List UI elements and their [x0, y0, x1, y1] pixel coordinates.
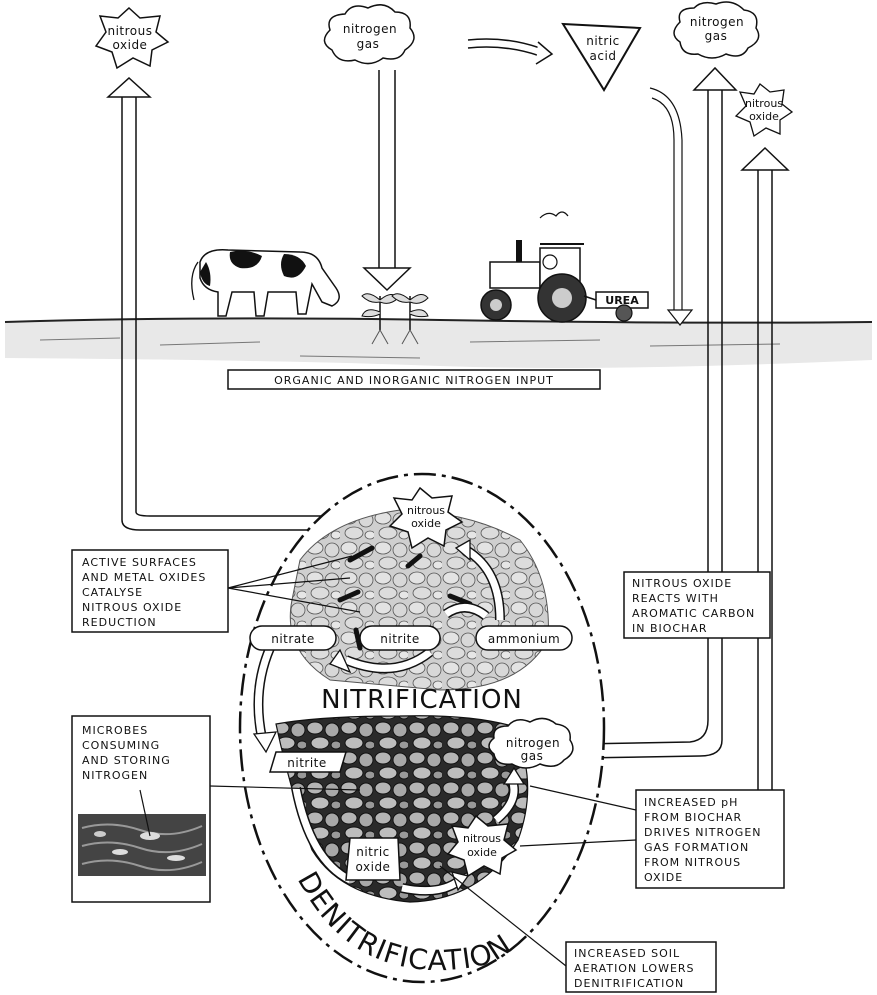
- nitrate-pill: nitrate: [249, 625, 337, 651]
- ground-surface: [4, 317, 873, 368]
- increased-ph-line4: GAS FORMATION: [644, 841, 749, 854]
- arrow-nitrogen-gas-up-right: [579, 66, 738, 759]
- nitrogen-gas-top-line2: gas: [357, 37, 380, 51]
- arrow-nitric-acid-down: [649, 87, 694, 326]
- nitrous-reacts-line1: NITROUS OXIDE: [632, 577, 732, 590]
- nitrous-reacts-line4: IN BIOCHAR: [632, 622, 708, 635]
- soil-nitrous-oxide-burst-lower: nitrous oxide: [446, 814, 518, 878]
- nitrogen-gas-right-line1: nitrogen: [690, 15, 744, 29]
- soil-nitrogen-gas-cloud: nitrogen gas: [488, 717, 574, 769]
- ammonium-label: ammonium: [488, 632, 560, 646]
- soil-nitrous-oxide-burst-top: nitrous oxide: [388, 486, 464, 550]
- aeration-line3: DENITRIFICATION: [574, 977, 684, 990]
- nitrogen-input-banner: ORGANIC AND INORGANIC NITROGEN INPUT: [227, 369, 601, 390]
- microbes-line1: MICROBES: [82, 724, 148, 737]
- arrow-to-nitric-acid: [467, 38, 554, 65]
- nitrite-upper-label: nitrite: [380, 632, 420, 646]
- nitric-oxide-line2: oxide: [356, 860, 391, 874]
- nitrous-oxide-burst-right: nitrous oxide: [734, 83, 794, 138]
- aeration-line2: AERATION LOWERS: [574, 962, 695, 975]
- nitric-acid-line1: nitric: [586, 34, 620, 48]
- cycle-arrows: [252, 538, 526, 896]
- nitrogen-gas-cloud-top: nitrogen gas: [323, 4, 415, 65]
- urea-label: UREA: [605, 294, 639, 307]
- nitrogen-gas-cloud-right: nitrogen gas: [673, 1, 760, 59]
- aeration-line1: INCREASED SOIL: [574, 947, 680, 960]
- increased-ph-line6: OXIDE: [644, 871, 683, 884]
- nitrous-oxide-right-line2: oxide: [749, 110, 779, 123]
- soil-nitrous-oxide-lower-line1: nitrous: [463, 832, 501, 845]
- microbes-line3: AND STORING: [82, 754, 171, 767]
- increased-ph-line5: FROM NITROUS: [644, 856, 741, 869]
- arrow-nitrogen-gas-down: [362, 70, 412, 292]
- arrow-nitrous-oxide-up-right: [729, 146, 790, 829]
- nitrous-reacts-line3: AROMATIC CARBON: [632, 607, 755, 620]
- nitric-acid-triangle: nitric acid: [561, 22, 642, 92]
- nitrous-oxide-left-line2: oxide: [113, 38, 148, 52]
- active-surfaces-line3: CATALYSE: [82, 586, 143, 599]
- callout-increased-ph: INCREASED pH FROM BIOCHAR DRIVES NITROGE…: [519, 785, 785, 889]
- nitrous-oxide-left-line1: nitrous: [107, 24, 152, 38]
- callout-active-surfaces: ACTIVE SURFACES AND METAL OXIDES CATALYS…: [71, 549, 361, 633]
- nitrite-lower-label: nitrite: [287, 756, 327, 770]
- microbes-line4: NITROGEN: [82, 769, 148, 782]
- nitrate-label: nitrate: [271, 632, 315, 646]
- soil-nitrous-oxide-top-line1: nitrous: [407, 504, 445, 517]
- active-surfaces-line2: AND METAL OXIDES: [82, 571, 206, 584]
- nitrite-upper-pill: nitrite: [359, 625, 441, 651]
- soil-nitrogen-gas-line2: gas: [521, 749, 544, 763]
- nitrous-oxide-right-line1: nitrous: [745, 97, 783, 110]
- increased-ph-line1: INCREASED pH: [644, 796, 738, 809]
- soil-nitrous-oxide-top-line2: oxide: [411, 517, 441, 530]
- nitrogen-input-label: ORGANIC AND INORGANIC NITROGEN INPUT: [274, 374, 554, 387]
- microbes-line2: CONSUMING: [82, 739, 160, 752]
- increased-ph-line2: FROM BIOCHAR: [644, 811, 742, 824]
- nitrogen-gas-top-line1: nitrogen: [343, 22, 397, 36]
- active-surfaces-line1: ACTIVE SURFACES: [82, 556, 197, 569]
- soil-nitrous-oxide-lower-line2: oxide: [467, 846, 497, 859]
- cow-illustration: [191, 249, 340, 317]
- callout-aeration: INCREASED SOIL AERATION LOWERS DENITRIFI…: [439, 865, 717, 993]
- soil-nitrogen-gas-line1: nitrogen: [506, 736, 560, 750]
- callout-microbes: MICROBES CONSUMING AND STORING NITROGEN: [71, 715, 361, 903]
- increased-ph-line3: DRIVES NITROGEN: [644, 826, 762, 839]
- nitric-oxide-box: nitric oxide: [345, 837, 401, 881]
- nitric-oxide-line1: nitric: [356, 845, 390, 859]
- seedlings-illustration: [361, 293, 429, 345]
- callout-nitrous-reacts: NITROUS OXIDE REACTS WITH AROMATIC CARBO…: [623, 571, 771, 639]
- nitrous-reacts-line2: REACTS WITH: [632, 592, 719, 605]
- tractor-illustration: UREA: [480, 211, 649, 323]
- nitrification-title: NITRIFICATION: [321, 685, 523, 715]
- active-surfaces-line5: REDUCTION: [82, 616, 157, 629]
- arrow-soil-to-nitrous-oxide-left: [106, 76, 390, 531]
- ammonium-pill: ammonium: [475, 625, 573, 651]
- nitric-acid-line2: acid: [590, 49, 617, 63]
- nitrogen-gas-right-line2: gas: [705, 29, 728, 43]
- nitrite-lower-label-box: nitrite: [268, 751, 348, 773]
- active-surfaces-line4: NITROUS OXIDE: [82, 601, 182, 614]
- microbes-micrograph: [78, 814, 206, 876]
- nitrous-oxide-burst-left: nitrous oxide: [94, 6, 170, 70]
